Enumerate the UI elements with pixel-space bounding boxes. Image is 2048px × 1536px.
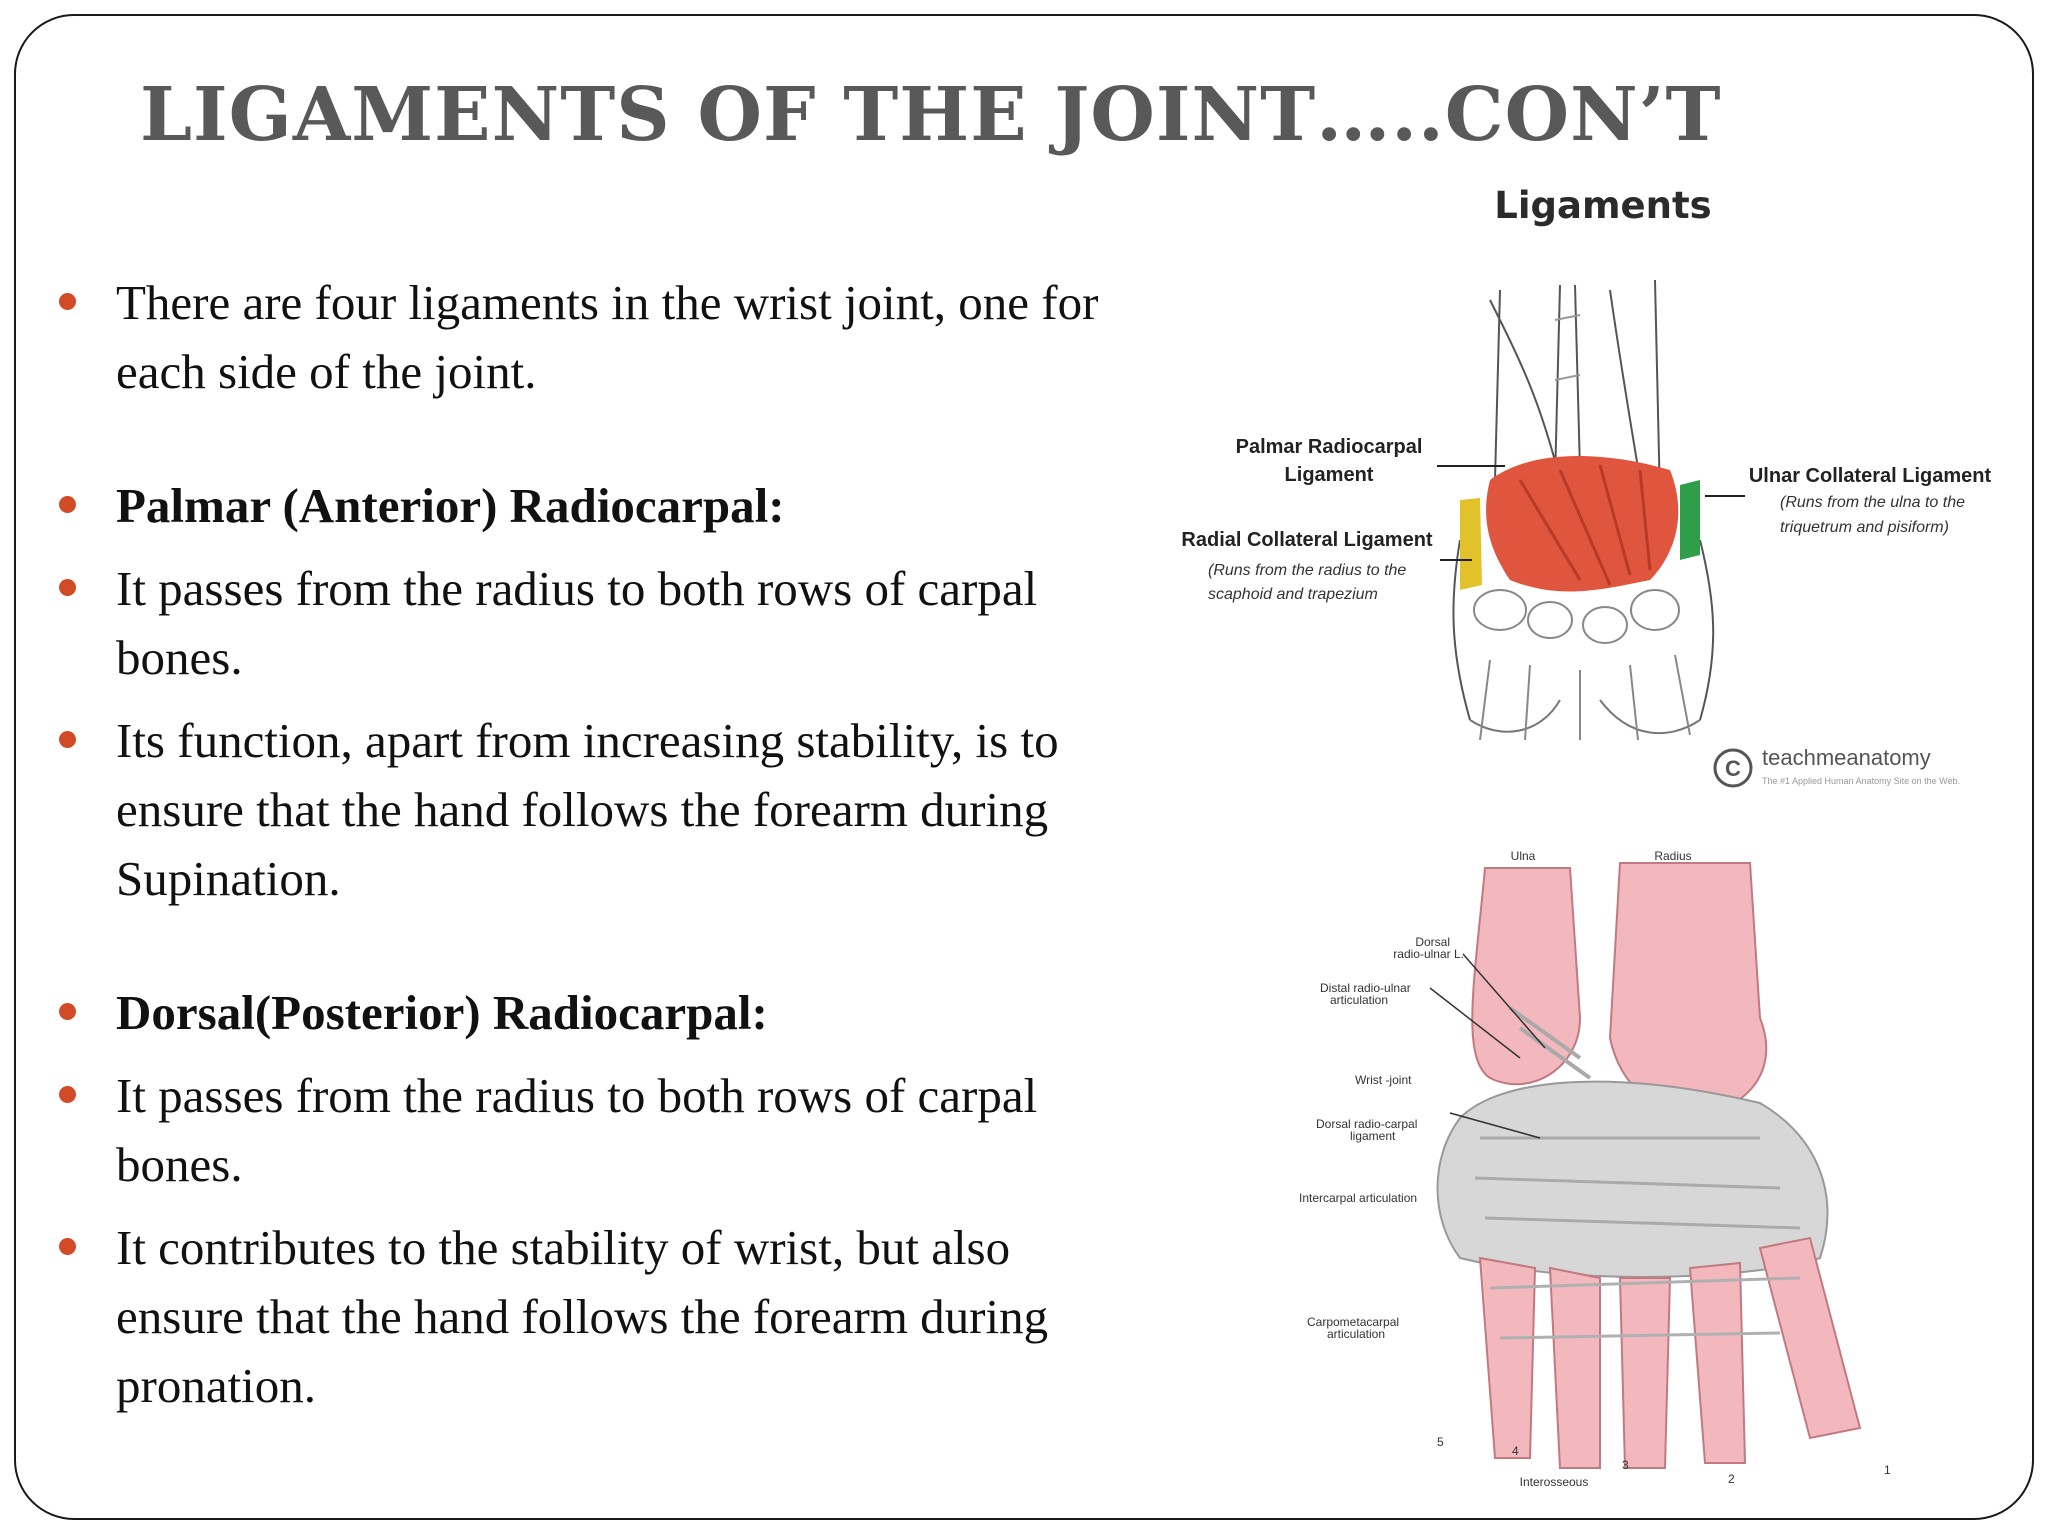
ulnar-label-desc1: (Runs from the ulna to the <box>1780 494 1965 511</box>
bullet-heading-palmar: Palmar (Anterior) Radiocarpal: <box>56 471 1136 540</box>
radial-collateral-ligament-shape <box>1460 498 1482 590</box>
radial-label-desc2: scaphoid and trapezium <box>1208 586 1378 603</box>
copyright-icon <box>1713 748 1753 788</box>
ulnar-collateral-ligament-shape <box>1680 480 1700 560</box>
leader-lines <box>1429 953 1546 1139</box>
bullet-list: There are four ligaments in the wrist jo… <box>56 268 1136 1420</box>
wrist-sketch <box>1452 279 1715 741</box>
figure-heading: Ligaments <box>1494 184 1711 227</box>
radial-label-title: Radial Collateral Ligament <box>1181 529 1433 551</box>
bullet-heading-dorsal: Dorsal(Posterior) Radiocarpal: <box>56 978 1136 1047</box>
dorsal-wrist-figure: Ulna Radius Dorsal radio-ulnar L. Distal… <box>1299 849 1891 1489</box>
bullet-item: There are four ligaments in the wrist jo… <box>56 268 1136 406</box>
bullet-item: It passes from the radius to both rows o… <box>56 1061 1136 1199</box>
radius-label: Radius <box>1654 849 1691 863</box>
bullet-item: Its function, apart from increasing stab… <box>56 706 1136 913</box>
dorsal-radio-ulnar-label-2: radio-ulnar L. <box>1393 947 1464 961</box>
radial-label-desc1: (Runs from the radius to the <box>1208 562 1406 579</box>
palmar-label-line2: Ligament <box>1285 464 1374 486</box>
wrist-joint-label: Wrist -joint <box>1355 1073 1412 1087</box>
svg-text:teachmeanatomy: teachmeanatomy <box>1762 745 1931 770</box>
carpometacarpal-label-2: articulation <box>1327 1327 1385 1341</box>
distal-radio-ulnar-label-2: articulation <box>1330 993 1388 1007</box>
intercarpal-label: Intercarpal articulation <box>1299 1191 1417 1205</box>
metacarpal-number-4: 4 <box>1512 1444 1519 1458</box>
slide-title: LIGAMENTS OF THE JOINT…..CON’T <box>140 72 1722 158</box>
interosseous-label: Interosseous <box>1520 1475 1589 1489</box>
svg-text:The #1 Applied Human Anatomy S: The #1 Applied Human Anatomy Site on the… <box>1762 776 1960 786</box>
metacarpal-number-2: 2 <box>1728 1472 1735 1486</box>
ulna-label: Ulna <box>1511 849 1536 863</box>
dorsal-radio-carpal-label-2: ligament <box>1350 1129 1396 1143</box>
bullet-item: It passes from the radius to both rows o… <box>56 554 1136 692</box>
svg-text:C: C <box>1725 756 1741 781</box>
ulnar-label-title: Ulnar Collateral Ligament <box>1749 465 1992 487</box>
metacarpal-number-5: 5 <box>1437 1435 1444 1449</box>
carpometacarpal-label-1: Carpometacarpal <box>1307 1315 1399 1329</box>
metacarpal-number-3: 3 <box>1622 1458 1629 1472</box>
dorsal-radio-ulnar-label-1: Dorsal <box>1415 935 1450 949</box>
distal-radio-ulnar-label-1: Distal radio-ulnar <box>1320 981 1411 995</box>
metacarpal-number-1: 1 <box>1884 1463 1891 1477</box>
dorsal-wrist-drawing <box>1436 862 1862 1469</box>
palmar-ligaments-figure: Ligaments Palmar Radiocarpal Ligament Ra… <box>1181 184 1992 788</box>
slide-frame <box>14 14 2034 1520</box>
bullet-item: It contributes to the stability of wrist… <box>56 1213 1136 1420</box>
ulnar-label-desc2: triquetrum and pisiform) <box>1780 519 1949 536</box>
palmar-ligament-shape <box>1486 456 1679 592</box>
palmar-label-line1: Palmar Radiocarpal <box>1236 436 1423 458</box>
dorsal-radio-carpal-label-1: Dorsal radio-carpal <box>1316 1117 1417 1131</box>
teachmeanatomy-logo: C teachmeanatomy The #1 Applied Human An… <box>1713 745 1960 788</box>
